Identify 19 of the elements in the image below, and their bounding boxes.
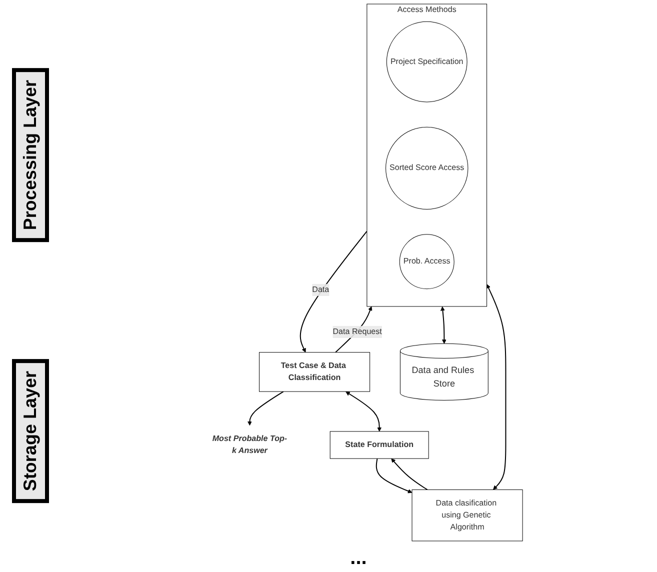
node-circle: Sorted Score Access bbox=[386, 126, 468, 210]
layer-label: Processing Layer bbox=[12, 68, 48, 243]
arrow bbox=[376, 458, 412, 494]
layer-label: Storage Layer bbox=[12, 359, 48, 504]
arrow bbox=[486, 284, 506, 490]
node-box: State Formulation bbox=[330, 431, 429, 459]
node-circle: Prob. Access bbox=[399, 234, 454, 290]
node-box: Data clasification using Genetic Algorithm bbox=[412, 489, 523, 542]
node-box: Test Case & Data Classification bbox=[259, 352, 370, 392]
node-text: Most Probable Top-k Answer bbox=[212, 434, 288, 456]
edge-label: Data bbox=[312, 285, 330, 294]
arrow bbox=[391, 458, 428, 490]
node-circle: Project Specification bbox=[386, 21, 468, 102]
edge-label: Data Request bbox=[332, 327, 382, 336]
arrow bbox=[248, 391, 284, 426]
arrow bbox=[300, 230, 368, 353]
arrow bbox=[346, 391, 382, 432]
ellipsis-label: ... bbox=[350, 547, 367, 570]
arrow bbox=[440, 306, 446, 344]
